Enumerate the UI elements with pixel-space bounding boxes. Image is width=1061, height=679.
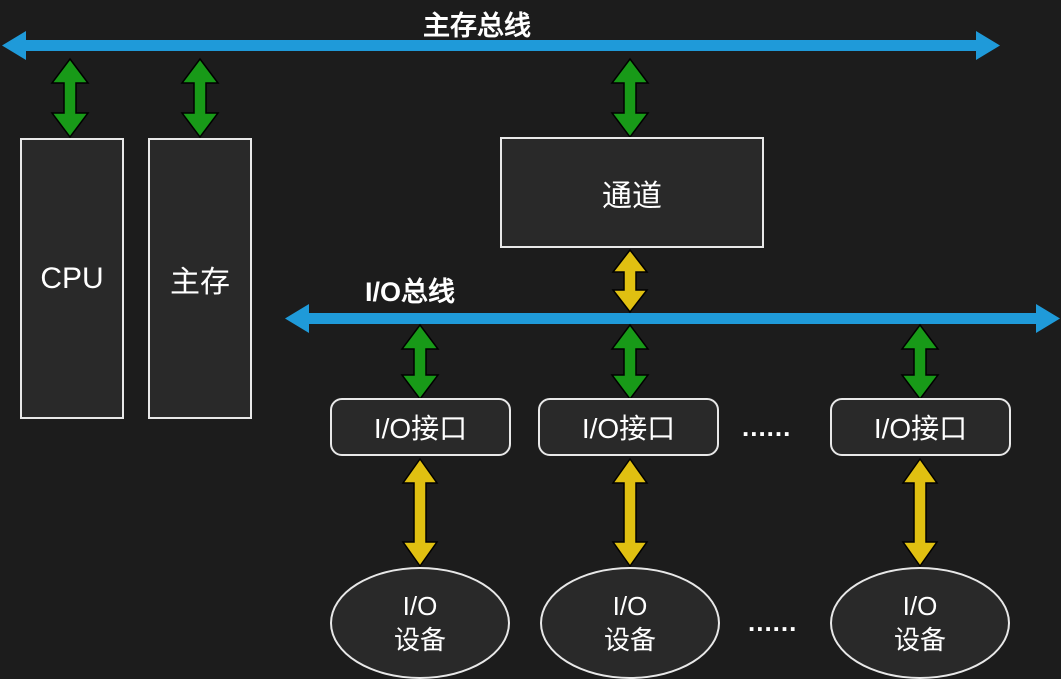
io-interface-box-3: I/O接口 xyxy=(830,398,1011,456)
green-arrow-channel-mainbus xyxy=(610,57,650,139)
channel-box: 通道 xyxy=(500,137,764,248)
main-memory-box: 主存 xyxy=(148,138,252,419)
cpu-label: CPU xyxy=(40,261,104,295)
io-device-ellipse-2: I/O 设备 xyxy=(540,567,720,679)
io-device-label-line2: 设备 xyxy=(893,625,946,655)
main-bus-label: 主存总线 xyxy=(423,11,531,41)
io-device-label-line2: 设备 xyxy=(393,625,446,655)
green-arrow-iobus-interface-3 xyxy=(900,323,940,401)
green-arrow-memory-mainbus xyxy=(180,57,220,139)
channel-label: 通道 xyxy=(602,179,662,213)
io-bus-arrow xyxy=(285,304,1060,333)
io-device-label-line1: I/O xyxy=(402,590,438,621)
io-device-ellipse-1: I/O 设备 xyxy=(330,567,510,679)
cpu-box: CPU xyxy=(20,138,124,419)
interfaces-ellipsis: ...... xyxy=(742,412,792,442)
io-device-ellipse-3: I/O 设备 xyxy=(830,567,1010,679)
green-arrow-cpu-mainbus xyxy=(50,57,90,139)
io-interface-box-1: I/O接口 xyxy=(330,398,511,456)
io-interface-box-2: I/O接口 xyxy=(538,398,719,456)
green-arrow-iobus-interface-2 xyxy=(610,323,650,401)
main-memory-bus-arrow xyxy=(2,31,1000,60)
yellow-arrow-interface-device-1 xyxy=(401,457,439,568)
io-bus-label: I/O总线 xyxy=(364,277,455,307)
io-device-label-line1: I/O xyxy=(612,590,648,621)
main-memory-label: 主存 xyxy=(170,265,230,299)
yellow-arrow-interface-device-3 xyxy=(901,457,939,568)
yellow-arrow-channel-iobus xyxy=(611,248,649,314)
io-interface-label: I/O接口 xyxy=(373,413,468,444)
green-arrow-iobus-interface-1 xyxy=(400,323,440,401)
io-interface-label: I/O接口 xyxy=(873,413,968,444)
io-interface-label: I/O接口 xyxy=(581,413,676,444)
yellow-arrow-interface-device-2 xyxy=(611,457,649,568)
devices-ellipsis: ...... xyxy=(748,607,798,637)
io-device-label-line2: 设备 xyxy=(603,625,656,655)
io-device-label-line1: I/O xyxy=(902,590,938,621)
